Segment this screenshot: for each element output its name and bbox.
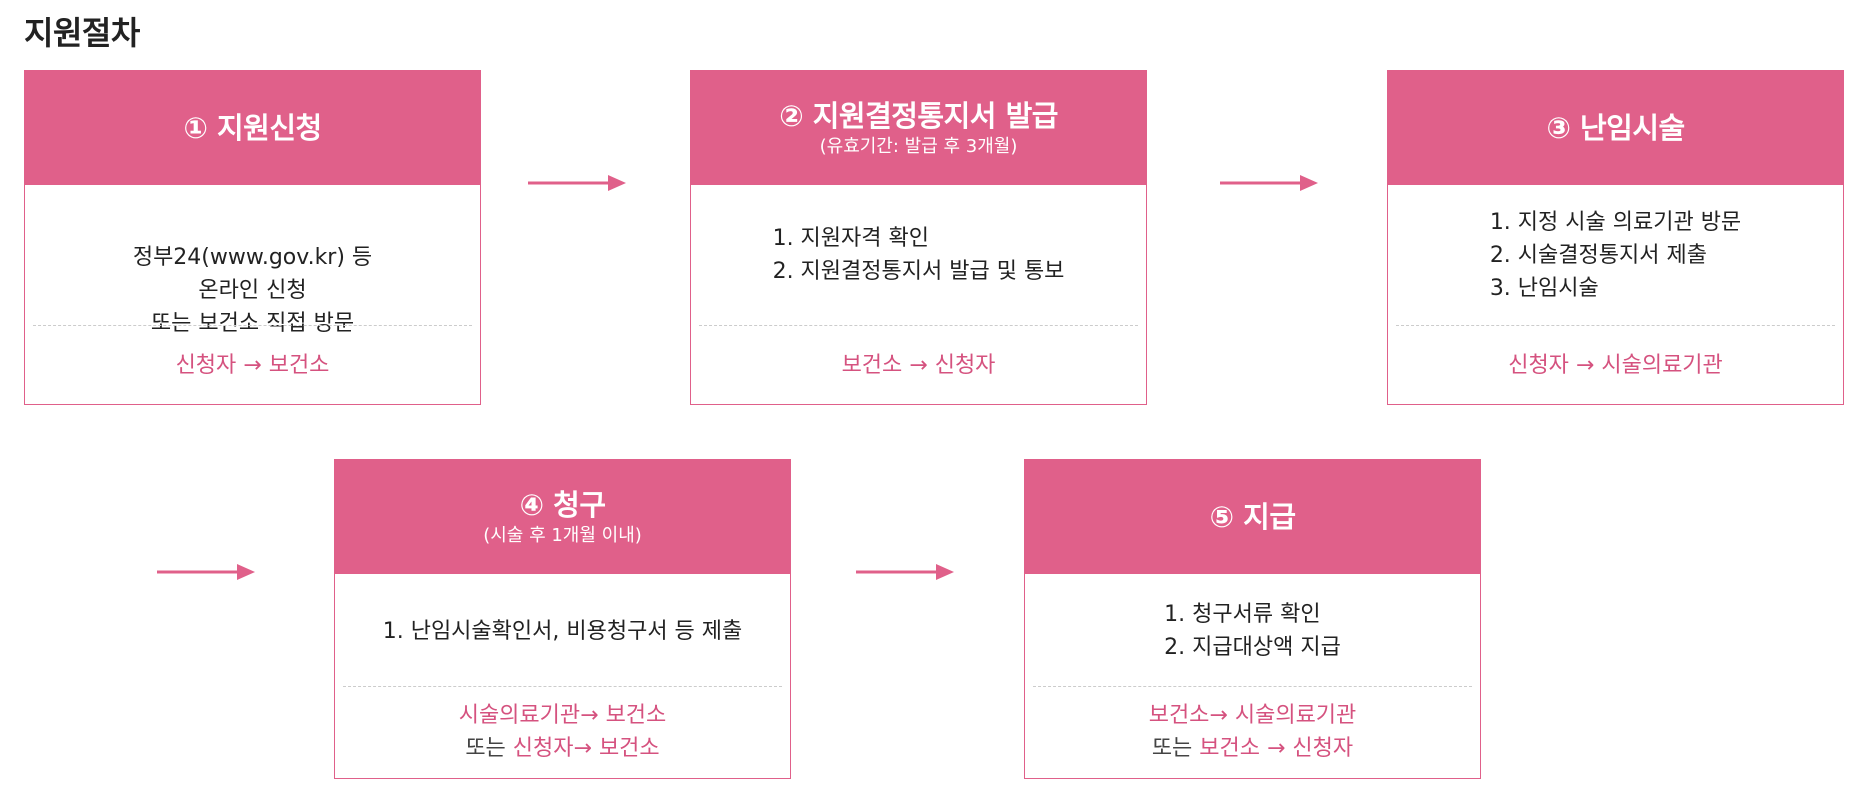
step-3-card: ③ 난임시술 1. 지정 시술 의료기관 방문 2. 시술결정통지서 제출 3.…: [1387, 70, 1844, 405]
flow-arrow-icon: [1220, 175, 1318, 191]
step-header: ① 지원신청: [25, 71, 480, 185]
flow-line: 또는 신청자→ 보건소: [465, 736, 660, 761]
flow-line: 보건소 → 신청자: [841, 353, 996, 378]
step-body: 1. 지원자격 확인 2. 지원결정통지서 발급 및 통보: [691, 185, 1146, 325]
step-subtitle: (시술 후 1개월 이내): [483, 525, 642, 546]
step-body: 1. 지정 시술 의료기관 방문 2. 시술결정통지서 제출 3. 난임시술: [1388, 185, 1843, 325]
step-body-line: 2. 지급대상액 지급: [1164, 635, 1341, 660]
step-title: ⑤ 지급: [1209, 500, 1296, 534]
flow-line: 시술의료기관→ 보건소: [458, 703, 667, 728]
step-flow: 신청자 → 보건소: [25, 327, 480, 404]
step-body-line: 1. 청구서류 확인: [1164, 602, 1321, 627]
flow-arrow-icon: [157, 564, 255, 580]
step-body-line: 1. 난임시술확인서, 비용청구서 등 제출: [382, 618, 743, 644]
step-body-line: 1. 지원자격 확인: [772, 226, 929, 251]
step-flow: 보건소 → 신청자: [691, 327, 1146, 404]
step-divider: [33, 325, 472, 326]
step-body: 정부24(www.gov.kr) 등 온라인 신청 또는 보건소 직접 방문: [25, 185, 480, 395]
step-title: ④ 청구: [519, 488, 606, 522]
page-title: 지원절차: [24, 14, 140, 52]
flow-line: 보건소→ 시술의료기관: [1148, 703, 1357, 728]
step-flow: 보건소→ 시술의료기관 또는 보건소 → 신청자: [1025, 686, 1480, 778]
step-header: ⑤ 지급: [1025, 460, 1480, 574]
step-body-line: 온라인 신청: [198, 277, 307, 303]
step-header: ② 지원결정통지서 발급 (유효기간: 발급 후 3개월): [691, 71, 1146, 185]
step-title: ② 지원결정통지서 발급: [779, 99, 1058, 133]
step-flow: 시술의료기관→ 보건소 또는 신청자→ 보건소: [335, 686, 790, 778]
step-body-line: 2. 지원결정통지서 발급 및 통보: [772, 259, 1065, 284]
step-divider: [1033, 686, 1472, 687]
flow-arrow-icon: [856, 564, 954, 580]
step-body-line: 2. 시술결정통지서 제출: [1489, 242, 1707, 268]
step-title: ① 지원신청: [183, 111, 322, 145]
step-divider: [343, 686, 782, 687]
step-header: ③ 난임시술: [1388, 71, 1843, 185]
flow-arrow-icon: [528, 175, 626, 191]
step-flow: 신청자 → 시술의료기관: [1388, 327, 1843, 404]
step-body: 1. 청구서류 확인 2. 지급대상액 지급: [1025, 574, 1480, 688]
step-divider: [699, 325, 1138, 326]
step-body: 1. 난임시술확인서, 비용청구서 등 제출: [335, 574, 790, 688]
step-1-card: ① 지원신청 정부24(www.gov.kr) 등 온라인 신청 또는 보건소 …: [24, 70, 481, 405]
flow-line: 신청자 → 보건소: [175, 353, 330, 378]
step-body-line: 1. 지정 시술 의료기관 방문: [1489, 209, 1742, 235]
step-header: ④ 청구 (시술 후 1개월 이내): [335, 460, 790, 574]
step-5-card: ⑤ 지급 1. 청구서류 확인 2. 지급대상액 지급 보건소→ 시술의료기관 …: [1024, 459, 1481, 779]
step-body-line: 또는 보건소 직접 방문: [150, 310, 355, 336]
step-subtitle: (유효기간: 발급 후 3개월): [819, 136, 1018, 157]
flow-line: 신청자 → 시술의료기관: [1508, 353, 1723, 378]
flow-line: 또는 보건소 → 신청자: [1151, 736, 1354, 761]
step-4-card: ④ 청구 (시술 후 1개월 이내) 1. 난임시술확인서, 비용청구서 등 제…: [334, 459, 791, 779]
step-body-line: 3. 난임시술: [1489, 275, 1599, 301]
step-body-line: 정부24(www.gov.kr) 등: [132, 244, 373, 270]
step-divider: [1396, 325, 1835, 326]
step-title: ③ 난임시술: [1546, 111, 1685, 145]
step-2-card: ② 지원결정통지서 발급 (유효기간: 발급 후 3개월) 1. 지원자격 확인…: [690, 70, 1147, 405]
